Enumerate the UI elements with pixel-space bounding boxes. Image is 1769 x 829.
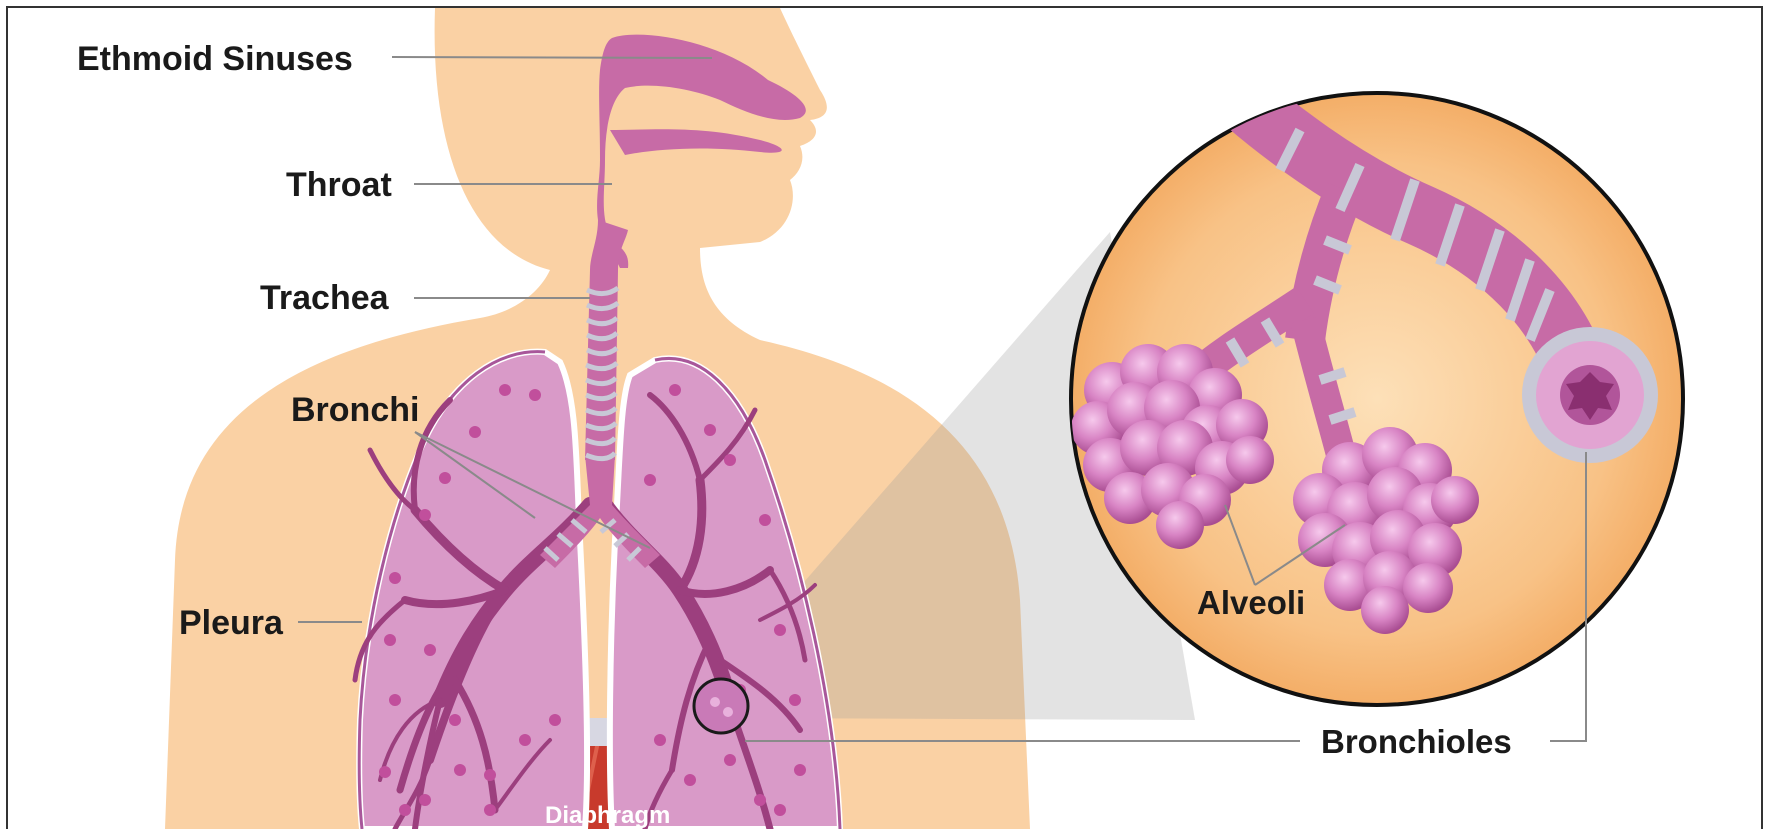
label-bronchioles: Bronchioles [1321, 723, 1512, 760]
label-pleura: Pleura [179, 604, 284, 642]
label-alveoli: Alveoli [1197, 584, 1305, 621]
label-ethmoid-sinuses: Ethmoid Sinuses [77, 40, 353, 78]
magnified-region-marker [694, 679, 748, 733]
label-trachea: Trachea [260, 279, 390, 317]
label-diaphragm: Diaphragm [545, 802, 670, 829]
label-throat: Throat [286, 166, 392, 204]
label-bronchi: Bronchi [291, 391, 419, 429]
